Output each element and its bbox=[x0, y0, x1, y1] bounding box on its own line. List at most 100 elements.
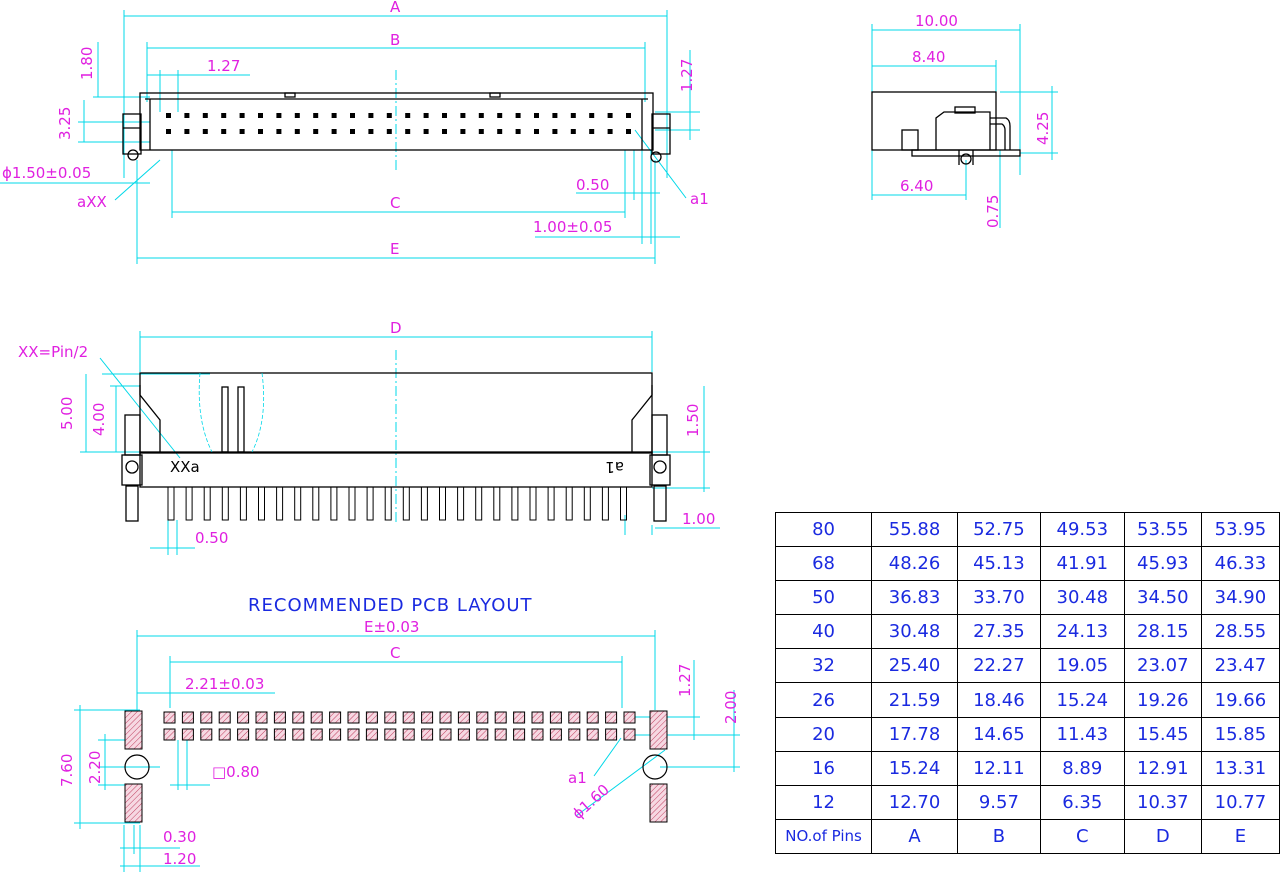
dimension-cell: 46.33 bbox=[1200, 546, 1280, 582]
top-pin bbox=[239, 113, 245, 118]
pcb-pad bbox=[605, 711, 618, 724]
top-pin bbox=[442, 129, 447, 134]
table-header-cell: A bbox=[871, 818, 958, 855]
front-lead bbox=[420, 486, 428, 521]
top-pin bbox=[202, 129, 208, 134]
dimension-cell: 9.57 bbox=[956, 784, 1041, 820]
dim-A: A bbox=[390, 0, 401, 16]
dimension-cell: 15.24 bbox=[871, 750, 958, 786]
top-pin bbox=[221, 129, 227, 134]
top-view-dimension-lines bbox=[0, 10, 700, 264]
front-view-dimension-lines bbox=[80, 331, 720, 555]
pin-count-cell: 68 bbox=[774, 546, 873, 582]
dim-10-00: 10.00 bbox=[915, 12, 958, 30]
pcb-pad bbox=[237, 711, 250, 724]
pcb-signal-pads bbox=[163, 711, 636, 741]
pcb-pad bbox=[163, 728, 176, 741]
dim-4-00: 4.00 bbox=[90, 403, 108, 436]
dimension-cell: 48.26 bbox=[871, 546, 958, 582]
top-pin bbox=[497, 113, 503, 118]
dim-1-27-right: 1.27 bbox=[678, 59, 696, 92]
top-pin bbox=[331, 113, 337, 118]
table-header-cell: D bbox=[1123, 818, 1202, 855]
top-pin bbox=[405, 129, 411, 134]
dim-4-25: 4.25 bbox=[1034, 112, 1052, 145]
dimension-cell: 23.07 bbox=[1123, 648, 1202, 684]
pin-count-cell: 16 bbox=[774, 750, 873, 786]
pcb-pad bbox=[531, 711, 544, 724]
pcb-pad bbox=[255, 728, 268, 741]
dim-pitch-1-27: 1.27 bbox=[207, 57, 240, 75]
top-pin bbox=[184, 113, 190, 118]
pcb-pad bbox=[384, 711, 397, 724]
dim-pcb-1-27: 1.27 bbox=[676, 664, 694, 697]
dim-pcb-2-00: 2.00 bbox=[722, 691, 740, 724]
dimension-cell: 45.13 bbox=[956, 546, 1041, 582]
marking-XXa: XXa bbox=[170, 458, 200, 476]
dimension-cell: 33.70 bbox=[956, 580, 1041, 616]
pcb-pad bbox=[200, 711, 213, 724]
top-pin bbox=[589, 129, 595, 134]
pcb-pad bbox=[549, 728, 562, 741]
dim-6-40: 6.40 bbox=[900, 177, 933, 195]
top-pin bbox=[258, 129, 263, 134]
front-lead bbox=[529, 486, 537, 521]
dim-3-25: 3.25 bbox=[56, 107, 74, 140]
dimension-cell: 55.88 bbox=[871, 511, 958, 548]
front-view-leads bbox=[167, 486, 627, 521]
top-pin bbox=[570, 129, 576, 134]
top-pin bbox=[607, 113, 613, 118]
pcb-pad bbox=[457, 711, 470, 724]
top-pin bbox=[184, 129, 190, 134]
front-lead bbox=[221, 486, 229, 521]
dimension-cell: 15.85 bbox=[1200, 716, 1280, 752]
dim-E: E bbox=[390, 240, 399, 258]
dimension-cell: 19.05 bbox=[1039, 648, 1125, 684]
side-view-body bbox=[871, 91, 1021, 165]
top-view-pin-array bbox=[166, 113, 631, 134]
pcb-pad bbox=[457, 728, 470, 741]
top-pin bbox=[258, 113, 263, 118]
dim-1-50: 1.50 bbox=[684, 404, 702, 437]
dimension-cell: 41.91 bbox=[1039, 546, 1125, 582]
dimension-cell: 53.55 bbox=[1123, 511, 1202, 548]
dim-hole-diameter: ϕ1.50±0.05 bbox=[2, 164, 91, 182]
dimension-cell: 30.48 bbox=[1039, 580, 1125, 616]
top-pin bbox=[239, 129, 245, 134]
dimension-cell: 12.11 bbox=[956, 750, 1041, 786]
dimension-cell: 19.66 bbox=[1200, 682, 1280, 718]
marking-a1: a1 bbox=[605, 458, 624, 476]
top-pin bbox=[460, 129, 466, 134]
dim-pad-size: □0.80 bbox=[212, 763, 260, 781]
pcb-pad bbox=[494, 728, 507, 741]
dimension-cell: 19.26 bbox=[1123, 682, 1202, 718]
pcb-pad bbox=[549, 711, 562, 724]
dimension-cell: 6.35 bbox=[1039, 784, 1125, 820]
pcb-layout: RECOMMENDED PCB LAYOUT bbox=[58, 595, 740, 872]
pcb-layout-title: RECOMMENDED PCB LAYOUT bbox=[248, 595, 533, 616]
pin-count-cell: 20 bbox=[774, 716, 873, 752]
pcb-pad bbox=[513, 728, 526, 741]
front-lead bbox=[185, 486, 193, 521]
pcb-pad bbox=[329, 711, 342, 724]
dimension-cell: 53.95 bbox=[1200, 511, 1280, 548]
front-lead bbox=[239, 486, 247, 521]
top-pin bbox=[313, 113, 319, 118]
top-pin bbox=[478, 129, 484, 134]
pcb-pad bbox=[568, 728, 581, 741]
pcb-pad bbox=[347, 711, 360, 724]
pcb-pad bbox=[605, 728, 618, 741]
top-pin bbox=[552, 129, 558, 134]
top-pin bbox=[515, 113, 521, 118]
label-xx-pin: XX=Pin/2 bbox=[18, 343, 88, 361]
dimension-cell: 24.13 bbox=[1039, 614, 1125, 650]
dimension-cell: 27.35 bbox=[956, 614, 1041, 650]
dimension-cell: 15.45 bbox=[1123, 716, 1202, 752]
top-pin bbox=[589, 113, 595, 118]
table-header-cell: NO.of Pins bbox=[774, 818, 873, 855]
pcb-pad bbox=[310, 711, 323, 724]
front-lead bbox=[203, 486, 211, 521]
